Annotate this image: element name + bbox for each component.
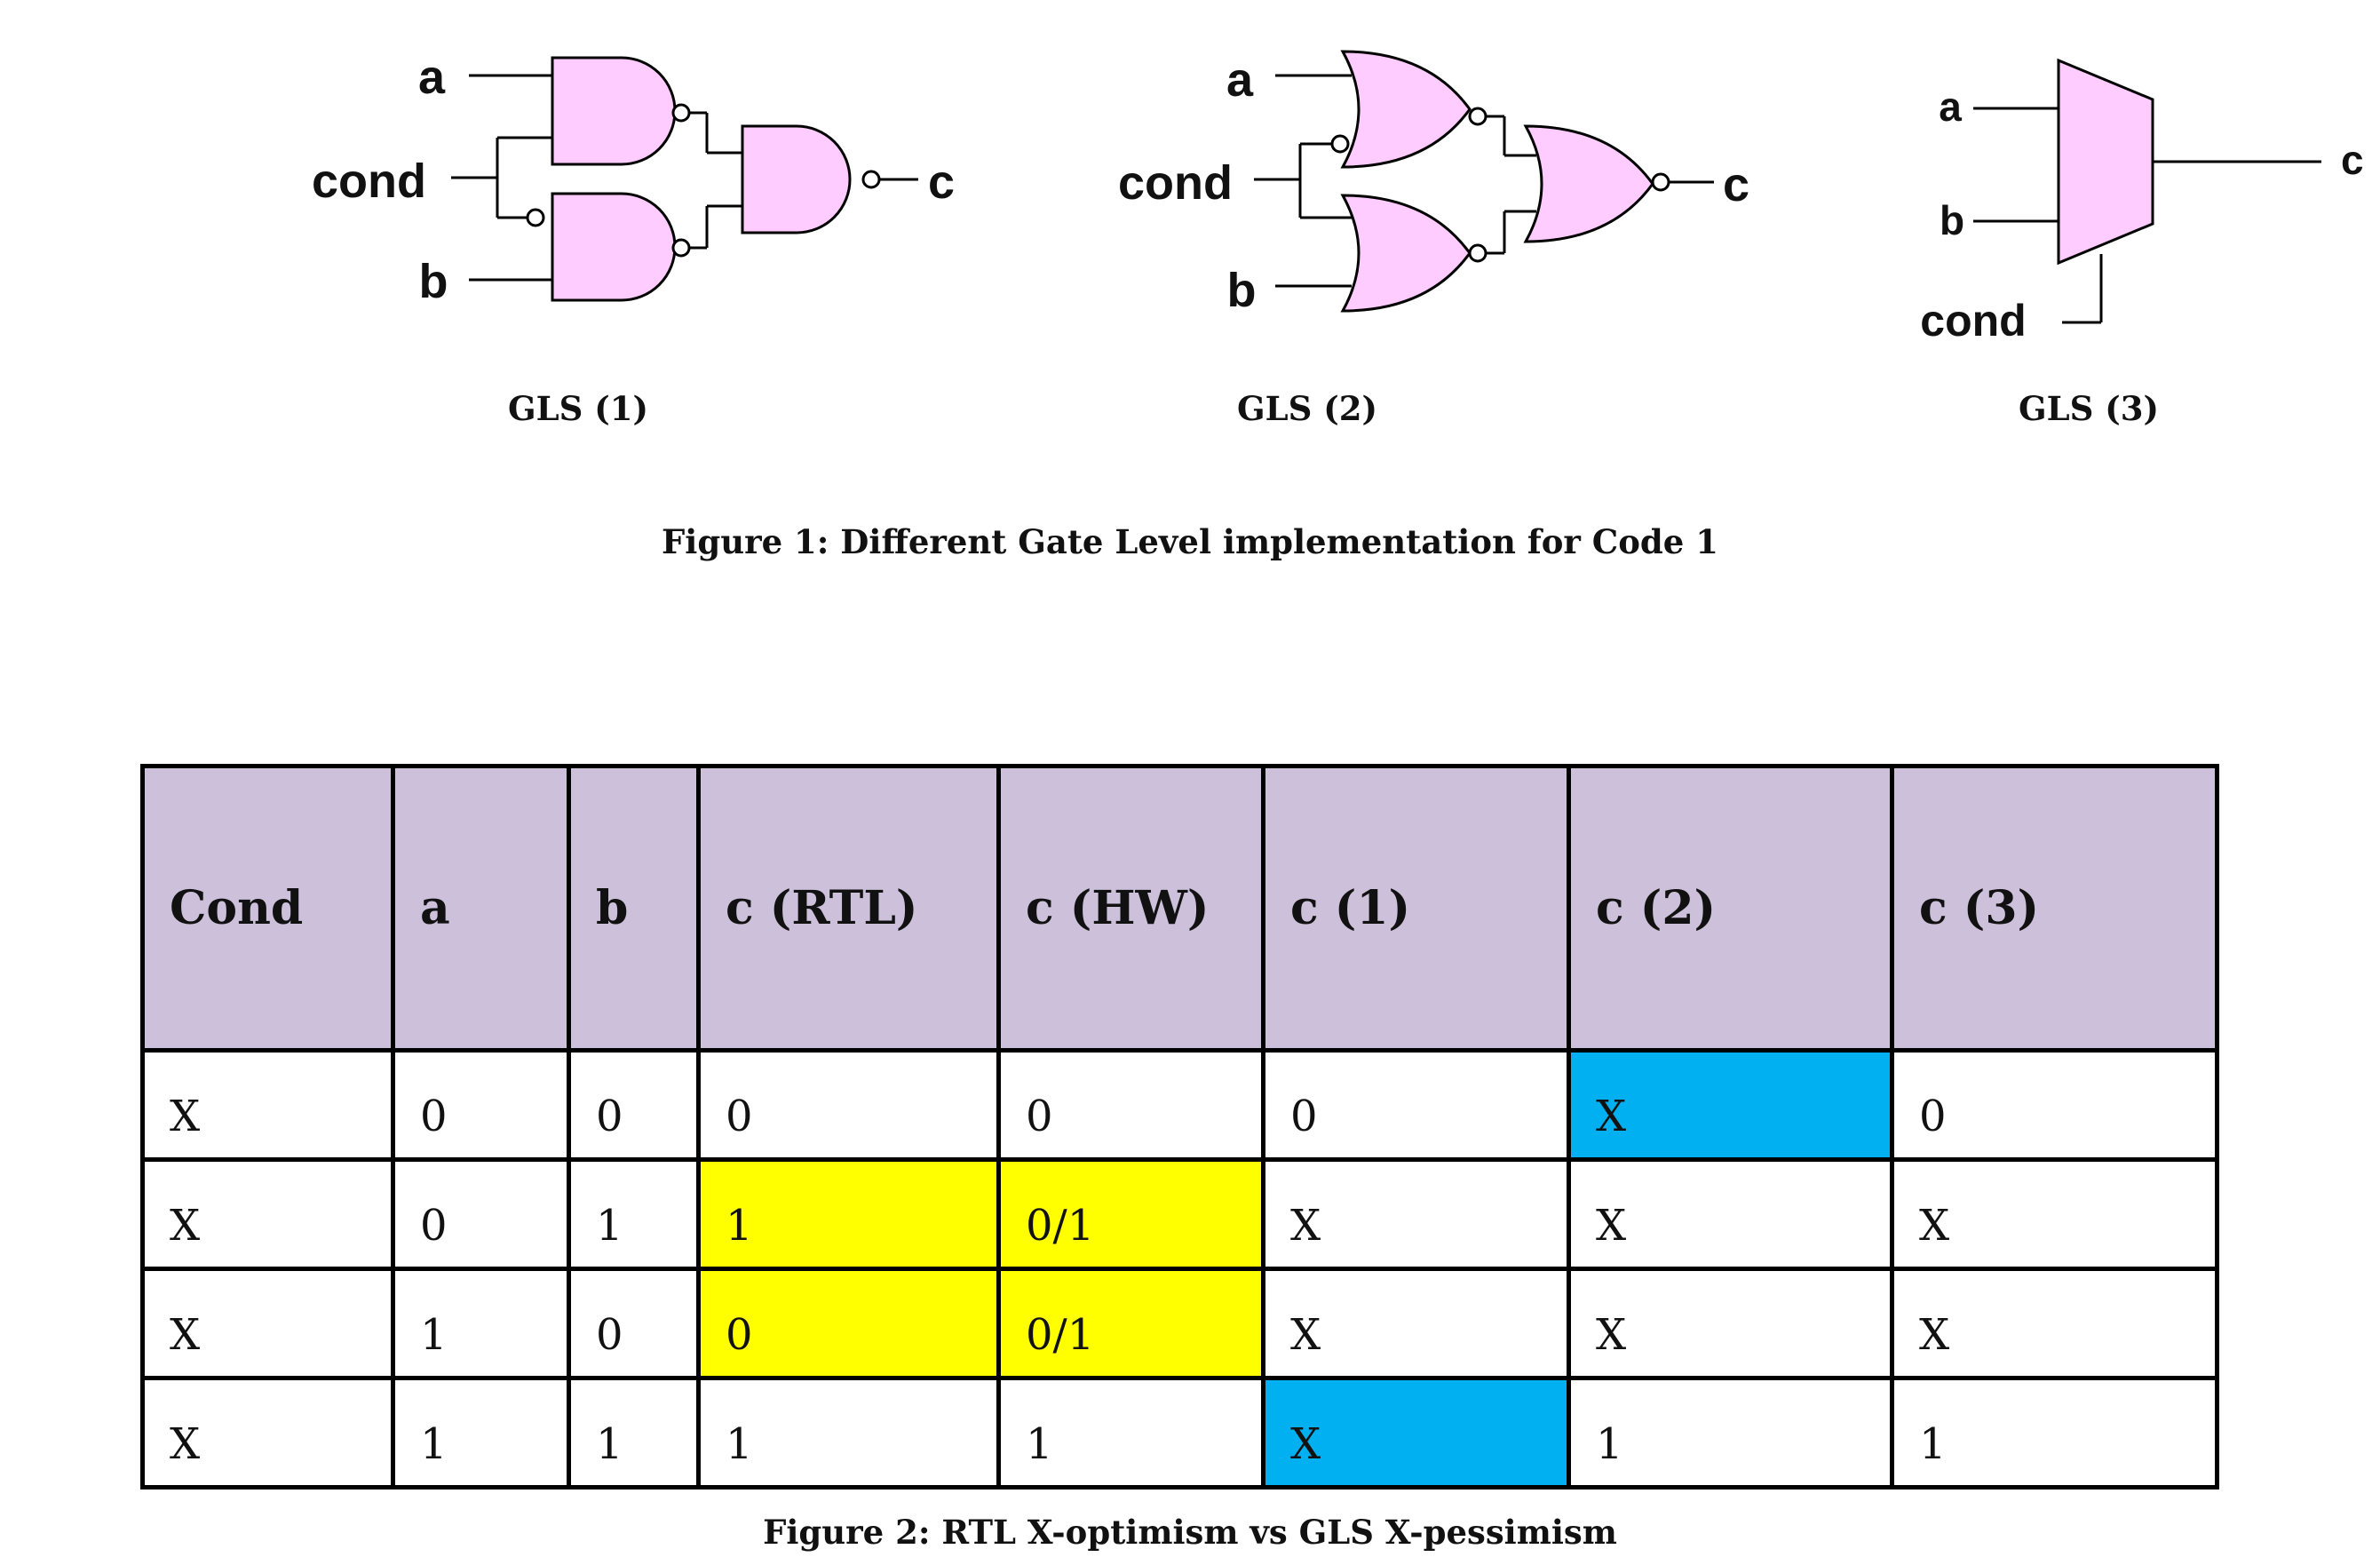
gls3-label: GLS (3) xyxy=(2019,389,2159,428)
header-b: b xyxy=(567,764,701,1053)
gls2-input-b-label: b xyxy=(1227,264,1257,317)
cell: X xyxy=(140,1267,395,1380)
table-row: X 0 1 1 0/1 X X X xyxy=(140,1157,2219,1271)
gls1-nand-bottom-gate xyxy=(551,192,677,302)
cell: 1 xyxy=(391,1267,571,1380)
gate-level-diagram: a cond b c a cond b c a b cond c GLS (1)… xyxy=(312,50,2364,428)
cell: 1 xyxy=(1567,1376,1894,1490)
figure-1-caption: Figure 1: Different Gate Level implement… xyxy=(662,522,1718,561)
gls2-circuit xyxy=(1254,74,1714,288)
cell: X xyxy=(1261,1157,1571,1271)
header-c-1: c (1) xyxy=(1261,764,1571,1053)
header-cond: Cond xyxy=(140,764,395,1053)
cell-highlight-yellow: 0 xyxy=(696,1267,1001,1380)
gls2-nor-top-gate xyxy=(1340,50,1472,169)
header-c-rtl: c (RTL) xyxy=(696,764,1001,1053)
gls1-input-cond-label: cond xyxy=(312,155,426,208)
cell-highlight-blue: X xyxy=(1567,1048,1894,1162)
gls1-input-a-label: a xyxy=(418,51,446,104)
cell: X xyxy=(1890,1157,2219,1271)
cell: 1 xyxy=(567,1157,701,1271)
cell: X xyxy=(1261,1267,1571,1380)
cell: 0 xyxy=(391,1157,571,1271)
cell: 1 xyxy=(996,1376,1265,1490)
cell: X xyxy=(140,1157,395,1271)
header-c-3: c (3) xyxy=(1890,764,2219,1053)
gls3-circuit xyxy=(1973,107,2321,324)
cell: 0 xyxy=(996,1048,1265,1162)
cell: X xyxy=(1567,1157,1894,1271)
cell: 1 xyxy=(1890,1376,2219,1490)
gls3-input-cond-label: cond xyxy=(1920,296,2026,346)
gls2-label: GLS (2) xyxy=(1237,389,1377,428)
cell: 0 xyxy=(1890,1048,2219,1162)
gls2-output-c-label: c xyxy=(1723,158,1749,211)
gls1-output-c-label: c xyxy=(928,155,955,209)
cell: 0 xyxy=(567,1267,701,1380)
gls3-input-b-label: b xyxy=(1940,197,1964,243)
gls1-label: GLS (1) xyxy=(508,389,648,428)
gls1-circuit xyxy=(451,74,918,282)
table-row: X 0 0 0 0 0 X 0 xyxy=(140,1048,2219,1162)
x-propagation-table: Cond a b c (RTL) c (HW) c (1) c (2) c (3… xyxy=(140,764,2219,1490)
cell: 0 xyxy=(391,1048,571,1162)
cell-highlight-yellow: 0/1 xyxy=(996,1267,1265,1380)
header-a: a xyxy=(391,764,571,1053)
table-header-row: Cond a b c (RTL) c (HW) c (1) c (2) c (3… xyxy=(140,764,2219,1053)
cell: X xyxy=(1567,1267,1894,1380)
gls3-input-a-label: a xyxy=(1939,83,1962,130)
gls1-nand-top-gate xyxy=(551,56,677,166)
cell: 0 xyxy=(1261,1048,1571,1162)
cell: 0 xyxy=(696,1048,1001,1162)
cell: X xyxy=(140,1048,395,1162)
cell: 1 xyxy=(391,1376,571,1490)
gls1-input-b-label: b xyxy=(419,255,448,308)
table-row: X 1 0 0 0/1 X X X xyxy=(140,1267,2219,1380)
gls2-nor-bottom-gate xyxy=(1340,194,1472,313)
cell-highlight-blue: X xyxy=(1261,1376,1571,1490)
cell-highlight-yellow: 1 xyxy=(696,1157,1001,1271)
header-c-2: c (2) xyxy=(1567,764,1894,1053)
gls3-mux-shape xyxy=(2057,58,2154,266)
cell: 0 xyxy=(567,1048,701,1162)
gls3-output-c-label: c xyxy=(2341,137,2364,183)
table-row: X 1 1 1 1 X 1 1 xyxy=(140,1376,2219,1490)
cell: 1 xyxy=(567,1376,701,1490)
cell: X xyxy=(140,1376,395,1490)
cell: 1 xyxy=(696,1376,1001,1490)
gls2-input-a-label: a xyxy=(1226,53,1254,107)
gls1-nand-output-gate xyxy=(741,124,852,234)
gls2-nor-output-gate xyxy=(1523,124,1654,243)
gls2-input-cond-label: cond xyxy=(1118,156,1233,210)
cell-highlight-yellow: 0/1 xyxy=(996,1157,1265,1271)
header-c-hw: c (HW) xyxy=(996,764,1265,1053)
figure-2-caption: Figure 2: RTL X-optimism vs GLS X-pessim… xyxy=(763,1513,1617,1552)
cell: X xyxy=(1890,1267,2219,1380)
